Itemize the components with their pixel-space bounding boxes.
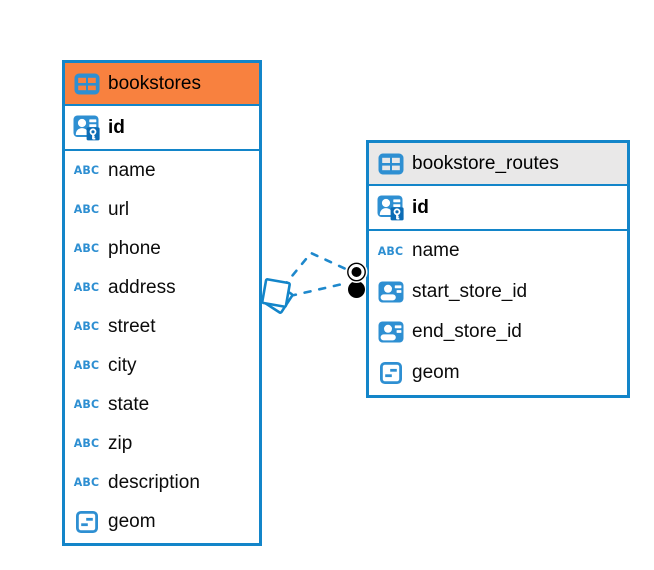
table-bookstore-routes[interactable]: bookstore_routes id ABC name xyxy=(366,140,630,398)
column-row-name[interactable]: ABC name xyxy=(369,231,627,272)
column-row-state[interactable]: ABC state xyxy=(65,385,259,424)
column-row-start-store-id[interactable]: start_store_id xyxy=(369,271,627,312)
column-name: geom xyxy=(108,510,156,532)
column-row-id[interactable]: id xyxy=(369,186,627,231)
column-row-phone[interactable]: ABC phone xyxy=(65,229,259,268)
text-column-icon: ABC xyxy=(73,358,100,373)
column-row-url[interactable]: ABC url xyxy=(65,190,259,229)
column-name: address xyxy=(108,276,176,298)
table-name: bookstores xyxy=(108,72,201,94)
column-name: city xyxy=(108,354,137,376)
table-bookstore-routes-header[interactable]: bookstore_routes xyxy=(369,143,627,186)
column-name: name xyxy=(412,240,460,262)
pk-column-name: id xyxy=(108,116,125,138)
column-name: zip xyxy=(108,432,133,454)
column-name: description xyxy=(108,471,200,493)
pk-column-name: id xyxy=(412,196,429,218)
column-name: name xyxy=(108,159,156,181)
column-name: geom xyxy=(412,361,460,383)
geometry-column-icon xyxy=(73,510,100,533)
foreign-key-icon xyxy=(377,281,404,303)
column-name: start_store_id xyxy=(412,280,528,302)
text-column-icon: ABC xyxy=(73,241,100,256)
table-name: bookstore_routes xyxy=(412,152,559,174)
text-column-icon: ABC xyxy=(377,244,404,259)
column-row-street[interactable]: ABC street xyxy=(65,307,259,346)
column-row-address[interactable]: ABC address xyxy=(65,268,259,307)
column-row-city[interactable]: ABC city xyxy=(65,346,259,385)
primary-key-icon xyxy=(377,195,404,221)
text-column-icon: ABC xyxy=(73,280,100,295)
column-name: state xyxy=(108,393,150,415)
relation-target-dots-icon[interactable] xyxy=(345,260,368,298)
column-name: phone xyxy=(108,237,161,259)
table-icon xyxy=(73,73,100,95)
primary-key-icon xyxy=(73,115,100,141)
column-row-geom[interactable]: geom xyxy=(369,352,627,393)
column-name: url xyxy=(108,198,130,220)
text-column-icon: ABC xyxy=(73,319,100,334)
column-row-name[interactable]: ABC name xyxy=(65,151,259,190)
table-bookstores[interactable]: bookstores id ABC name ABC url ABC phone xyxy=(62,60,262,546)
text-column-icon: ABC xyxy=(73,202,100,217)
column-row-zip[interactable]: ABC zip xyxy=(65,424,259,463)
relation-source-squares-icon[interactable] xyxy=(261,278,294,314)
geometry-column-icon xyxy=(377,361,404,384)
text-column-icon: ABC xyxy=(73,163,100,178)
relation-line-end-store-id[interactable] xyxy=(288,281,349,298)
text-column-icon: ABC xyxy=(73,475,100,490)
column-name: end_store_id xyxy=(412,321,522,343)
column-name: street xyxy=(108,315,156,337)
column-row-id[interactable]: id xyxy=(65,106,259,151)
text-column-icon: ABC xyxy=(73,397,100,412)
column-row-description[interactable]: ABC description xyxy=(65,463,259,502)
column-row-end-store-id[interactable]: end_store_id xyxy=(369,312,627,353)
table-icon xyxy=(377,153,404,175)
table-bookstores-header[interactable]: bookstores xyxy=(65,63,259,106)
text-column-icon: ABC xyxy=(73,436,100,451)
foreign-key-icon xyxy=(377,321,404,343)
column-row-geom[interactable]: geom xyxy=(65,502,259,541)
relation-line-start-store-id[interactable] xyxy=(281,251,350,289)
